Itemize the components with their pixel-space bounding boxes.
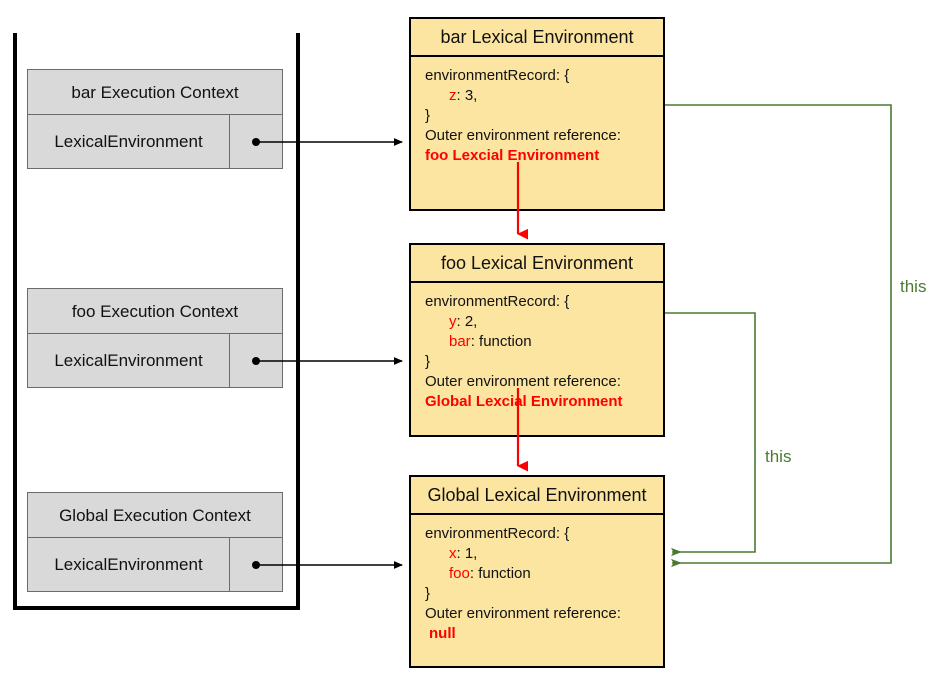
record-close: } [425,107,431,124]
execution-context-foo-title: foo Execution Context [28,289,282,334]
outer-reference-value: null [429,625,456,642]
lexical-environment-bar-title: bar Lexical Environment [411,19,663,57]
execution-context-foo-lexenv-row[interactable]: LexicalEnvironment [28,334,282,387]
execution-context-bar-lexenv-row[interactable]: LexicalEnvironment [28,115,282,168]
execution-context-foo-pointer-cell [230,334,282,387]
record-close: } [425,353,431,370]
binding-key: z [449,87,457,104]
lexical-environment-global[interactable]: Global Lexical Environment environmentRe… [409,475,665,668]
pointer-dot-icon [252,137,260,146]
lexical-environment-bar[interactable]: bar Lexical Environment environmentRecor… [409,17,665,211]
record-open: environmentRecord: { [425,293,570,310]
execution-context-bar-pointer-cell [230,115,282,168]
record-open: environmentRecord: { [425,67,570,84]
binding-separator: : [456,545,465,562]
binding-row: x: 1, [425,544,663,564]
lexical-environment-foo-body: environmentRecord: { y: 2, bar: function… [411,283,663,421]
this-label-foo: this [765,447,792,466]
execution-context-stack-frame [13,33,300,610]
binding-separator: : [469,565,479,582]
execution-context-global-pointer-cell [230,538,282,591]
execution-context-bar-title: bar Execution Context [28,70,282,115]
execution-context-bar-lexenv-label: LexicalEnvironment [28,115,230,168]
lexical-environment-bar-body: environmentRecord: { z: 3, } Outer envir… [411,57,663,175]
outer-reference-value: foo Lexcial Environment [425,147,600,164]
execution-context-foo-lexenv-label: LexicalEnvironment [28,334,230,387]
binding-value: 1, [464,545,478,562]
binding-row: z: 3, [425,86,663,106]
binding-value: 2, [464,313,478,330]
record-close: } [425,585,431,602]
binding-value: function [479,333,532,350]
outer-reference-label: Outer environment reference: [425,373,621,390]
outer-reference-value: Global Lexcial Environment [425,393,623,410]
binding-key: x [449,545,457,562]
lexical-environment-global-body: environmentRecord: { x: 1, foo: function… [411,515,663,653]
binding-value: function [478,565,531,582]
record-open: environmentRecord: { [425,525,570,542]
execution-context-bar[interactable]: bar Execution Context LexicalEnvironment [27,69,283,169]
binding-row: y: 2, [425,312,663,332]
binding-key: y [449,313,457,330]
binding-value: 3, [464,87,478,104]
binding-separator: : [470,333,480,350]
execution-context-global-lexenv-label: LexicalEnvironment [28,538,230,591]
binding-separator: : [456,87,465,104]
binding-key: foo [449,565,470,582]
binding-row: foo: function [425,564,663,584]
pointer-dot-icon [252,560,260,569]
binding-separator: : [456,313,465,330]
execution-context-global-lexenv-row[interactable]: LexicalEnvironment [28,538,282,591]
outer-reference-label: Outer environment reference: [425,127,621,144]
this-arrow-foo-to-global [665,312,756,557]
pointer-dot-icon [252,356,260,365]
binding-row: bar: function [425,332,663,352]
execution-context-global[interactable]: Global Execution Context LexicalEnvironm… [27,492,283,592]
execution-context-foo[interactable]: foo Execution Context LexicalEnvironment [27,288,283,388]
lexical-environment-foo-title: foo Lexical Environment [411,245,663,283]
execution-context-global-title: Global Execution Context [28,493,282,538]
this-label-bar: this [900,277,927,296]
binding-key: bar [449,333,471,350]
lexical-environment-foo[interactable]: foo Lexical Environment environmentRecor… [409,243,665,437]
this-arrow-bar-to-global [665,104,892,568]
outer-reference-label: Outer environment reference: [425,605,621,622]
lexical-environment-global-title: Global Lexical Environment [411,477,663,515]
